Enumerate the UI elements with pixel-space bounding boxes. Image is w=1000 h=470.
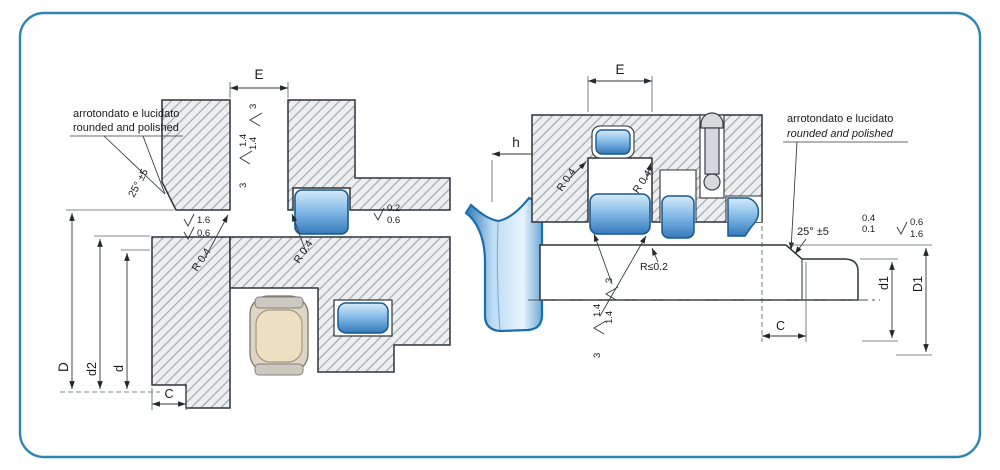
- dim-lead-in-C: C: [151, 387, 187, 410]
- dim-groove-width: E: [587, 62, 653, 112]
- leader-line: [569, 161, 587, 179]
- dim-label-C: C: [164, 387, 173, 401]
- wiper-seal: [727, 197, 760, 237]
- surface-finish-icon: [373, 207, 385, 221]
- dim-bore-D: D: [56, 209, 174, 393]
- finish-value: 1.4: [238, 134, 249, 147]
- secondary-seal: [337, 302, 389, 334]
- tolerance-value: 0.4: [862, 213, 875, 224]
- roller-bearing: [249, 295, 309, 376]
- surface-finish-icon: [239, 150, 253, 165]
- leader-line: [645, 162, 652, 181]
- finish-value: 0.2: [387, 203, 400, 214]
- housing-right-block: [287, 99, 451, 211]
- finish-value: 0.6: [910, 217, 923, 228]
- dim-rod-D1: D1: [790, 244, 932, 356]
- fastener: [700, 112, 724, 191]
- buffer-seal: [661, 195, 695, 239]
- rod-seal: [589, 193, 651, 235]
- dim-label-h: h: [512, 135, 520, 150]
- note-italian: arrotondato e lucidato: [73, 108, 179, 120]
- fastener-ball: [703, 173, 721, 191]
- leader-line: [651, 247, 659, 263]
- surface-finish-icon: [183, 213, 195, 227]
- dim-label-e: E: [254, 67, 263, 82]
- note-english: rounded and polished: [73, 122, 179, 134]
- note-english: rounded and polished: [787, 128, 894, 140]
- finish-value: 1.6: [197, 215, 210, 226]
- leader-line: [593, 233, 613, 285]
- dim-label-D1: D1: [911, 276, 925, 292]
- installed-seal: [294, 189, 349, 235]
- fastener-head: [700, 112, 724, 129]
- finish-value: 1.6: [910, 229, 923, 240]
- dim-groove-root-d2: d2: [85, 235, 150, 390]
- finish-value: 3: [592, 353, 603, 358]
- leader-line: [291, 213, 307, 253]
- seal-cross-section: [464, 196, 544, 333]
- surface-finish-mark: 0.2 0.6: [373, 203, 400, 226]
- leader-line: [794, 238, 807, 255]
- bearing-race-bottom: [254, 363, 304, 376]
- surface-finish-mark: 0.6 1.6: [896, 217, 923, 240]
- leader-line: [599, 235, 647, 317]
- finish-value: 1.4: [604, 311, 615, 324]
- dim-rod-end-d1: d1: [860, 258, 898, 342]
- surface-finish-icon: [896, 221, 908, 235]
- surface-finish-mark: 1.4 3: [604, 278, 619, 324]
- gland-ring: [151, 236, 231, 409]
- leader-line: [204, 214, 229, 259]
- leader-line: [142, 135, 166, 195]
- seal-inner-seam: [496, 220, 501, 331]
- fastener-shank: [704, 127, 720, 175]
- surface-finish-mark: 3 1.4: [592, 304, 607, 358]
- left-section-view: arrotondato e lucidato rounded and polis…: [56, 67, 451, 410]
- finish-value: 1.4: [592, 304, 603, 317]
- finish-value: 0.6: [387, 215, 400, 226]
- seal-profile-view: h: [464, 135, 544, 333]
- dim-label-C: C: [776, 319, 785, 333]
- housing-left-column: [161, 99, 231, 211]
- right-section-view: E R 0.4 R 0.4 arrotondato e lucidato rou…: [528, 62, 932, 358]
- bearing-roller: [255, 309, 303, 363]
- surface-finish-icon: [593, 320, 607, 335]
- dim-label-d2: d2: [85, 362, 99, 376]
- surface-finish-icon: [249, 112, 263, 127]
- chamfer-angle-label: 25° ±5: [797, 226, 829, 238]
- bearing-race-top: [254, 296, 304, 309]
- surface-finish-mark: 3 1.4: [238, 134, 253, 188]
- finish-value: 3: [248, 104, 259, 109]
- surface-finish-icon: [183, 226, 195, 240]
- radius-max-callout: R≤0.2: [640, 261, 668, 273]
- surface-finish-mark: 1.4 3: [248, 104, 263, 150]
- leader-line: [103, 135, 166, 195]
- finish-value: 3: [238, 183, 249, 188]
- surface-finish-icon: [605, 286, 619, 301]
- dim-label-D: D: [56, 362, 71, 372]
- finish-value: 3: [604, 278, 615, 283]
- dim-label-d: d: [112, 365, 126, 372]
- surface-finish-mark: 1.6 0.6: [183, 213, 210, 240]
- dim-label-d1: d1: [877, 276, 891, 290]
- dim-chamfer-C: C: [761, 226, 807, 342]
- rod: [539, 244, 859, 301]
- tolerance-value: 0.1: [862, 224, 875, 235]
- finish-value: 0.6: [197, 228, 210, 239]
- internal-seal: [595, 129, 631, 155]
- dim-groove-width: E: [229, 67, 289, 98]
- leader-line: [788, 141, 798, 251]
- finish-value: 1.4: [248, 137, 259, 150]
- dim-label-e: E: [615, 62, 624, 77]
- dim-shaft-d: d: [112, 249, 150, 390]
- note-italian: arrotondato e lucidato: [787, 113, 893, 125]
